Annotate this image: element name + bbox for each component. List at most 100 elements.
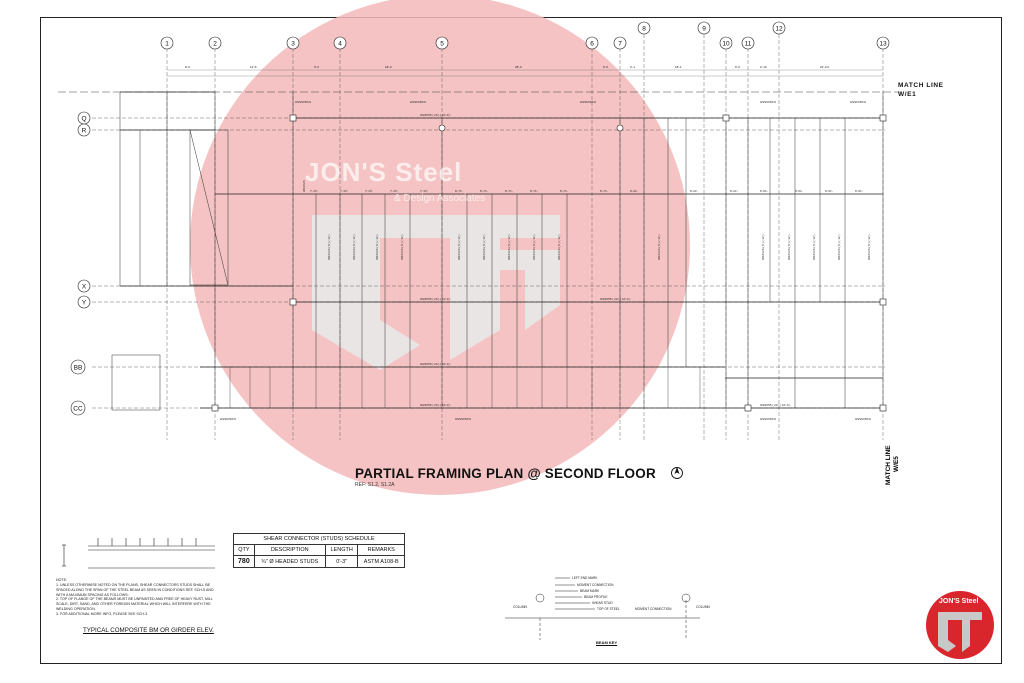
svg-text:W16X26: W16X26 [302, 180, 306, 192]
grid-label-6: 6 [590, 41, 594, 48]
schedule-header-qty: QTY [233, 544, 255, 556]
row-label-cc: CC [73, 406, 83, 413]
svg-text:HSS6X6X⅜: HSS6X6X⅜ [580, 100, 597, 104]
composite-beam-sketch [62, 538, 215, 569]
schedule-qty: 780 [233, 555, 255, 568]
svg-text:6'-7¾: 6'-7¾ [530, 189, 538, 193]
beam-key-label-0: LEFT END MARK [572, 576, 598, 580]
schedule-header-length: LENGTH [324, 544, 359, 556]
svg-text:6'-0: 6'-0 [603, 65, 608, 69]
svg-text:7'-1½: 7'-1½ [340, 189, 348, 193]
grid-label-3: 3 [291, 41, 295, 48]
schedule-remarks: ASTM A108-B [357, 555, 405, 568]
svg-text:HSS6X6X⅜: HSS6X6X⅜ [220, 417, 237, 421]
svg-text:7'-1½: 7'-1½ [390, 189, 398, 193]
svg-text:W16X26 ( 8 ) ( 12 ): W16X26 ( 8 ) ( 12 ) [837, 234, 841, 260]
note-item: 2. TOP OF FLANGE OF THE BEAMS MUST BE UN… [56, 597, 213, 612]
grid-label-1: 1 [165, 41, 169, 48]
plan-small-text: W16X26 W16X26 ( 8 ) ( 12 ) W16X26 ( 8 ) … [185, 65, 872, 421]
svg-text:HSS6X6X⅜: HSS6X6X⅜ [455, 417, 472, 421]
schedule-length: 0'-3" [324, 555, 359, 568]
column-grid-labels: 1 2 3 4 5 6 7 8 9 10 11 12 13 [165, 26, 887, 48]
grid-label-13: 13 [879, 41, 887, 48]
grid-label-11: 11 [745, 41, 752, 48]
svg-text:W16X26 ( 8 ) ( 12 ): W16X26 ( 8 ) ( 12 ) [761, 234, 765, 260]
svg-text:7'-1½: 7'-1½ [420, 189, 428, 193]
general-notes: NOTE: 1. UNLESS OTHERWISE NOTED ON THE P… [56, 578, 216, 617]
svg-text:W16X26 ( 8 ) ( 12 ): W16X26 ( 8 ) ( 12 ) [867, 234, 871, 260]
svg-text:HSS6X6X⅜: HSS6X6X⅜ [295, 100, 312, 104]
svg-text:W16X26 ( 8 ) ( 12 ): W16X26 ( 8 ) ( 12 ) [657, 234, 661, 260]
grid-label-12: 12 [775, 26, 783, 33]
svg-text:HSS6X6X⅜: HSS6X6X⅜ [850, 100, 867, 104]
row-label-q: Q [81, 116, 86, 123]
svg-text:18'-1: 18'-1 [675, 65, 682, 69]
svg-text:HSS6X6X⅜: HSS6X6X⅜ [855, 417, 872, 421]
svg-text:W16X26 ( 8 ) ( 12 ): W16X26 ( 8 ) ( 12 ) [812, 234, 816, 260]
notes-heading: NOTE: [56, 578, 67, 582]
row-grid-labels: Q R X Y BB CC [73, 116, 87, 413]
svg-text:6'-6¾: 6'-6¾ [795, 189, 803, 193]
svg-text:6'-0: 6'-0 [314, 65, 319, 69]
beam-key-labels: LEFT END MARK MOMENT CONNECTION BEAM MAR… [513, 576, 711, 611]
svg-text:7'-1½: 7'-1½ [310, 189, 318, 193]
schedule-title: SHEAR CONNECTOR (STUDS) SCHEDULE [233, 533, 405, 545]
grid-label-9: 9 [702, 26, 706, 33]
row-label-x: X [82, 284, 87, 291]
row-label-y: Y [82, 300, 87, 307]
svg-text:6'-2¼: 6'-2¼ [690, 189, 698, 193]
column-markers [211, 114, 887, 412]
schedule-header-remarks: REMARKS [357, 544, 405, 556]
beam-key-label-8: COLUMN [696, 605, 711, 609]
match-line-bottom-group: MATCH LINE W/E5 [885, 445, 900, 485]
svg-text:6'-2¼: 6'-2¼ [730, 189, 738, 193]
match-line-bottom-text: MATCH LINE [885, 445, 892, 485]
match-line-top: MATCH LINE [898, 82, 944, 89]
svg-text:W24X55 ( 20 ) ( 10'-0 ): W24X55 ( 20 ) ( 10'-0 ) [420, 113, 450, 117]
svg-text:W16X26 ( 8 ) ( 12 ): W16X26 ( 8 ) ( 12 ) [787, 234, 791, 260]
drawing-reference: REF: S1.2, S1.2A [355, 482, 395, 488]
beam-key-label-6: MOMENT CONNECTION [635, 607, 672, 611]
grid-label-5: 5 [440, 41, 444, 48]
row-label-r: R [82, 128, 87, 135]
svg-text:6'-7¾: 6'-7¾ [455, 189, 463, 193]
svg-text:14'-6: 14'-6 [250, 65, 257, 69]
schedule-description: ¾" Ø HEADED STUDS [253, 555, 326, 568]
svg-text:6'-0: 6'-0 [735, 65, 740, 69]
top-dimension-line [167, 69, 883, 77]
beam-key-label-4: SHEAR STUD [592, 601, 613, 605]
svg-text:6'-6¾: 6'-6¾ [825, 189, 833, 193]
grid-label-7: 7 [618, 41, 622, 48]
beam-key-sketch [505, 577, 700, 640]
svg-text:2'-10: 2'-10 [760, 65, 767, 69]
beam-key-label-3: BEAM PROFILE [584, 595, 608, 599]
svg-text:7'-1½: 7'-1½ [365, 189, 373, 193]
svg-text:W16X26 ( 8 ) ( 12 ): W16X26 ( 8 ) ( 12 ) [457, 234, 461, 260]
grid-label-2: 2 [213, 41, 217, 48]
shear-connector-schedule: SHEAR CONNECTOR (STUDS) SCHEDULE QTY DES… [233, 533, 405, 568]
grid-label-4: 4 [338, 41, 342, 48]
svg-text:9'-6: 9'-6 [185, 65, 190, 69]
svg-text:6'-6¾: 6'-6¾ [855, 189, 863, 193]
logo-name: JON'S Steel [939, 598, 979, 605]
svg-text:6'-6¾: 6'-6¾ [760, 189, 768, 193]
watermark-tagline: & Design Associates [394, 193, 486, 204]
svg-text:22'-2⅝: 22'-2⅝ [820, 65, 830, 69]
note-item: 1. UNLESS OTHERWISE NOTED ON THE PLANS, … [56, 582, 214, 597]
beam-key-label-2: BEAM MARK [580, 589, 600, 593]
svg-text:HSS6X6X⅜: HSS6X6X⅜ [760, 417, 777, 421]
beam-key-label-5: TOP OF STEEL [597, 607, 620, 611]
svg-text:6'-7¾: 6'-7¾ [560, 189, 568, 193]
composite-elevation-title: TYPICAL COMPOSITE BM OR GIRDER ELEV. [83, 627, 214, 634]
match-line-bottom-ref: W/E5 [893, 456, 900, 472]
schedule-header-description: DESCRIPTION [253, 544, 326, 556]
svg-text:W24X55 ( 20 ) ( 10'-0 ): W24X55 ( 20 ) ( 10'-0 ) [420, 403, 450, 407]
svg-text:W24X55 ( 20 ) ( 10'-0 ): W24X55 ( 20 ) ( 10'-0 ) [600, 297, 630, 301]
svg-text:6'-7¾: 6'-7¾ [480, 189, 488, 193]
svg-text:W16X26 ( 8 ) ( 12 ): W16X26 ( 8 ) ( 12 ) [400, 234, 404, 260]
svg-text:6'-7¾: 6'-7¾ [505, 189, 513, 193]
bb-cc-ties [229, 367, 701, 408]
watermark-company: JON'S Steel [305, 157, 463, 187]
svg-text:W16X26 ( 8 ) ( 12 ): W16X26 ( 8 ) ( 12 ) [482, 234, 486, 260]
